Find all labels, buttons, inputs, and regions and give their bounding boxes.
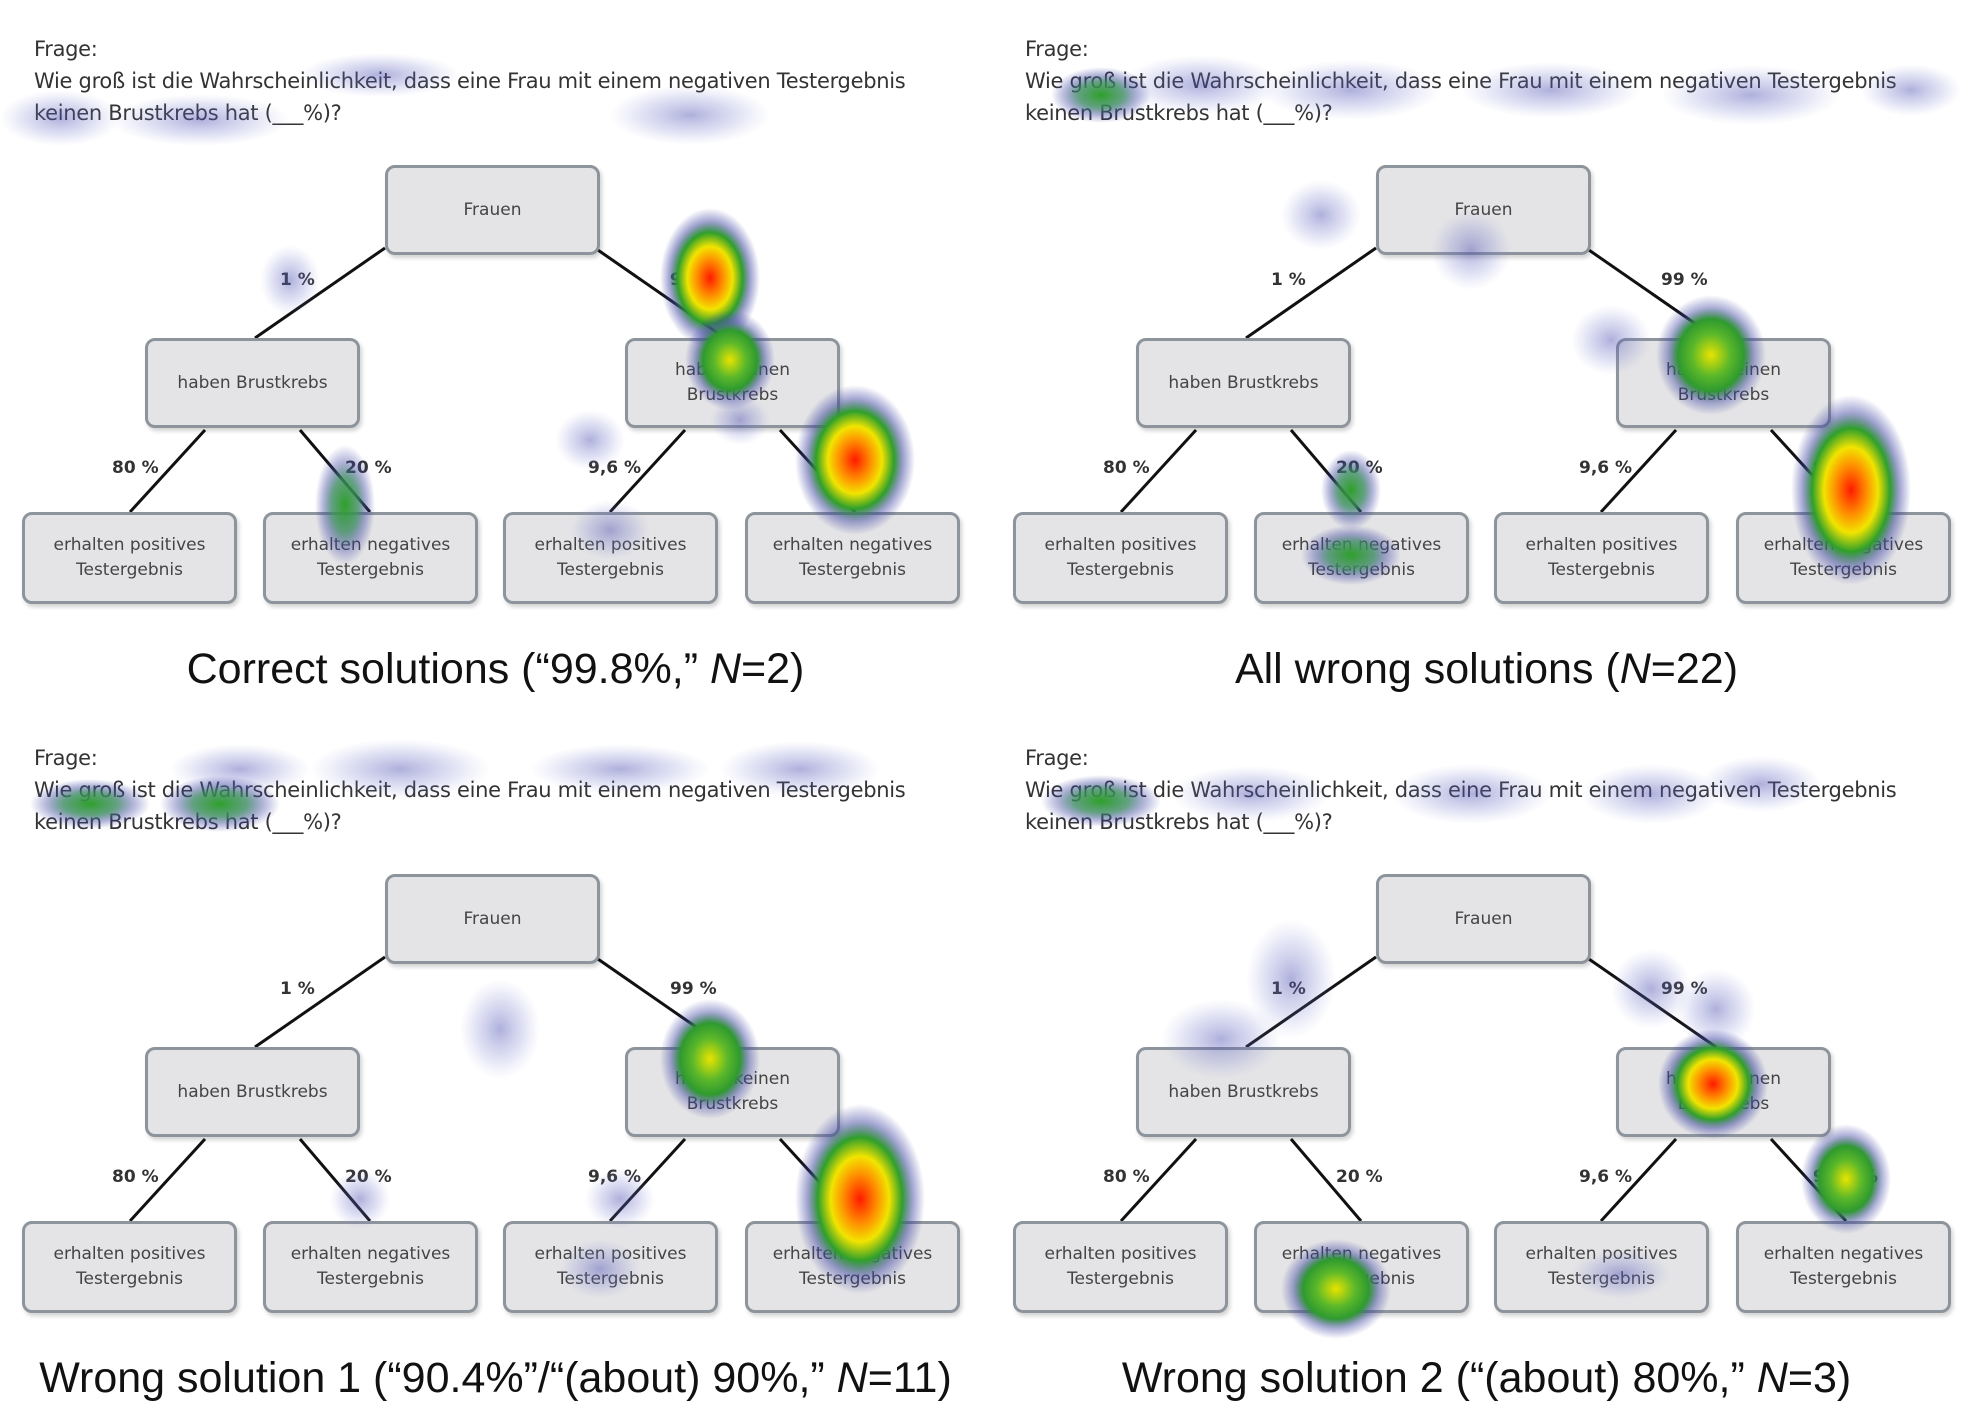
edge-label-99pct: 99 %	[670, 979, 717, 999]
tree-edge	[1245, 955, 1377, 1049]
node-left-positive: erhalten positives Testergebnis	[22, 1221, 237, 1313]
tree-edge	[594, 246, 726, 340]
node-haben-keinen-brustkrebs: haben keinen Brustkrebs	[625, 338, 840, 428]
node-left-positive: erhalten positives Testergebnis	[22, 512, 237, 604]
tree-edge	[254, 955, 386, 1049]
edge-label-99pct: 99 %	[670, 270, 717, 290]
node-haben-keinen-brustkrebs: haben keinen Brustkrebs	[1616, 1047, 1831, 1137]
caption-n: N	[1619, 645, 1651, 693]
node-haben-keinen-brustkrebs: haben keinen Brustkrebs	[1616, 338, 1831, 428]
caption-n: N	[1756, 1354, 1788, 1402]
tree-edge	[254, 246, 386, 340]
tree-edge	[1599, 1137, 1678, 1223]
node-right-positive: erhalten positives Testergebnis	[1494, 512, 1709, 604]
edge-label-9-6pct: 9,6 %	[588, 1167, 642, 1187]
edge-label-1pct: 1 %	[1271, 979, 1306, 999]
question-label: Frage:	[1025, 746, 1089, 770]
edge-label-9-6pct: 9,6 %	[1579, 1167, 1633, 1187]
node-right-positive: erhalten positives Testergebnis	[503, 512, 718, 604]
edge-label-9-6pct: 9,6 %	[588, 458, 642, 478]
node-right-negative: erhalten negatives Testergebnis	[1736, 1221, 1951, 1313]
caption-count: =11)	[867, 1354, 952, 1402]
tree-edge	[1599, 428, 1678, 514]
panel-caption: Wrong solution 1 (“90.4%”/“(about) 90%,”…	[0, 1354, 991, 1403]
caption-n: N	[709, 645, 742, 693]
edge-label-80pct: 80 %	[1103, 1167, 1150, 1187]
node-right-negative: erhalten negatives Testergebnis	[745, 1221, 960, 1313]
panel-all-wrong: Frage:Wie groß ist die Wahrscheinlichkei…	[991, 0, 1982, 708]
node-frauen: Frauen	[1376, 165, 1591, 255]
caption-text: All wrong solutions (	[1234, 645, 1620, 693]
tree-edge	[1245, 246, 1377, 340]
tree-edge	[1119, 428, 1198, 514]
tree-edge	[1585, 955, 1717, 1049]
panel-caption: All wrong solutions (N=22)	[991, 645, 1982, 694]
edge-label-90-4pct: 90,4 %	[822, 1167, 887, 1187]
tree-edge	[608, 428, 687, 514]
caption-text: Wrong solution 2 (“(about) 80%,”	[1121, 1354, 1757, 1402]
edge-label-1pct: 1 %	[1271, 270, 1306, 290]
node-left-positive: erhalten positives Testergebnis	[1013, 1221, 1228, 1313]
caption-n: N	[836, 1354, 868, 1402]
edge-label-20pct: 20 %	[1336, 458, 1383, 478]
edge-label-99pct: 99 %	[1661, 979, 1708, 999]
panel-wrong-2: Frage:Wie groß ist die Wahrscheinlichkei…	[991, 709, 1982, 1417]
node-haben-brustkrebs: haben Brustkrebs	[145, 1047, 360, 1137]
question-label: Frage:	[34, 37, 98, 61]
panel-caption: Correct solutions (“99.8%,” N=2)	[0, 645, 991, 694]
edge-label-90-4pct: 90,4 %	[822, 458, 887, 478]
caption-count: =3)	[1787, 1354, 1852, 1402]
node-frauen: Frauen	[385, 165, 600, 255]
node-left-negative: erhalten negatives Testergebnis	[1254, 512, 1469, 604]
tree-edge	[1585, 246, 1717, 340]
node-right-negative: erhalten negatives Testergebnis	[745, 512, 960, 604]
node-left-negative: erhalten negatives Testergebnis	[263, 512, 478, 604]
edge-label-90-4pct: 90,4 %	[1813, 458, 1878, 478]
edge-label-80pct: 80 %	[1103, 458, 1150, 478]
panel-correct: Frage:Wie groß ist die Wahrscheinlichkei…	[0, 0, 991, 708]
caption-text: Correct solutions (“99.8%,”	[186, 645, 710, 693]
node-frauen: Frauen	[1376, 874, 1591, 964]
edge-label-99pct: 99 %	[1661, 270, 1708, 290]
edge-label-90-4pct: 90,4 %	[1813, 1167, 1878, 1187]
panel-caption: Wrong solution 2 (“(about) 80%,” N=3)	[991, 1354, 1982, 1403]
edge-label-1pct: 1 %	[280, 270, 315, 290]
edge-label-20pct: 20 %	[345, 1167, 392, 1187]
node-right-negative: erhalten negatives Testergebnis	[1736, 512, 1951, 604]
edge-label-20pct: 20 %	[1336, 1167, 1383, 1187]
tree-edge	[594, 955, 726, 1049]
node-right-positive: erhalten positives Testergebnis	[503, 1221, 718, 1313]
caption-count: =2)	[741, 645, 805, 693]
node-right-positive: erhalten positives Testergebnis	[1494, 1221, 1709, 1313]
node-frauen: Frauen	[385, 874, 600, 964]
node-haben-brustkrebs: haben Brustkrebs	[1136, 1047, 1351, 1137]
caption-text: Wrong solution 1 (“90.4%”/“(about) 90%,”	[39, 1354, 837, 1402]
edge-label-80pct: 80 %	[112, 1167, 159, 1187]
edge-label-80pct: 80 %	[112, 458, 159, 478]
edge-label-20pct: 20 %	[345, 458, 392, 478]
panel-wrong-1: Frage:Wie groß ist die Wahrscheinlichkei…	[0, 709, 991, 1417]
question-label: Frage:	[34, 746, 98, 770]
node-left-negative: erhalten negatives Testergebnis	[263, 1221, 478, 1313]
tree-edge	[128, 428, 207, 514]
caption-count: =22)	[1650, 645, 1739, 693]
node-haben-brustkrebs: haben Brustkrebs	[145, 338, 360, 428]
node-left-positive: erhalten positives Testergebnis	[1013, 512, 1228, 604]
node-haben-brustkrebs: haben Brustkrebs	[1136, 338, 1351, 428]
tree-edge	[1119, 1137, 1198, 1223]
edge-label-9-6pct: 9,6 %	[1579, 458, 1633, 478]
node-haben-keinen-brustkrebs: haben keinen Brustkrebs	[625, 1047, 840, 1137]
edge-label-1pct: 1 %	[280, 979, 315, 999]
tree-edge	[128, 1137, 207, 1223]
tree-edge	[1289, 1138, 1363, 1222]
node-left-negative: erhalten negatives Testergebnis	[1254, 1221, 1469, 1313]
question-label: Frage:	[1025, 37, 1089, 61]
